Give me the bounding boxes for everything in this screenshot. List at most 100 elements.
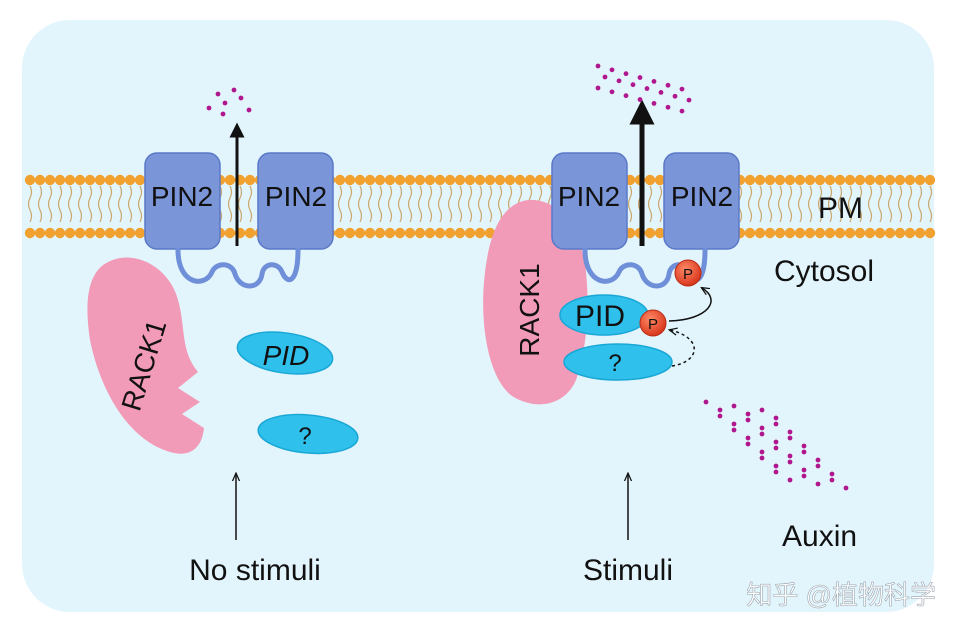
lipid-tail: [857, 185, 863, 223]
lipid-head: [744, 174, 756, 186]
lipid-tail: [757, 185, 763, 223]
lipid-head: [244, 174, 256, 186]
lipid-tail: [917, 185, 923, 223]
auxin-molecule: [745, 417, 751, 423]
lipid-head: [114, 227, 126, 239]
phosphate-on-pin2: [674, 259, 702, 287]
auxin-molecule: [843, 485, 849, 491]
auxin-molecule: [616, 78, 622, 84]
lipid-tail: [437, 185, 443, 223]
auxin-molecule: [787, 453, 793, 459]
lipid-head: [774, 227, 786, 239]
lipid-head: [394, 227, 406, 239]
lipid-tail: [897, 185, 903, 223]
lipid-tail: [337, 185, 343, 223]
lipid-head: [814, 227, 826, 239]
lipid-tail: [417, 185, 423, 223]
lipid-head: [884, 174, 896, 186]
lipid-tail: [777, 185, 783, 223]
rack1-left: [87, 257, 204, 454]
lipid-head: [814, 174, 826, 186]
lipid-head: [474, 227, 486, 239]
auxin-molecule: [595, 85, 601, 91]
auxin-molecule: [759, 425, 765, 431]
lipid-head: [894, 227, 906, 239]
auxin-molecule: [745, 441, 751, 447]
pin2-label: PIN2: [558, 181, 620, 212]
lipid-head: [844, 227, 856, 239]
lipid-head: [84, 174, 96, 186]
lipid-tail: [27, 185, 33, 223]
auxin-molecule: [717, 407, 723, 413]
lipid-tail: [927, 185, 933, 223]
lipid-head: [384, 174, 396, 186]
lipid-tail: [657, 185, 663, 223]
lipid-head: [354, 174, 366, 186]
auxin-right-top: [595, 63, 692, 114]
lipid-head: [394, 174, 406, 186]
lipid-tail: [497, 185, 503, 223]
pin2-right-b: [663, 152, 740, 250]
auxin-molecule: [759, 455, 765, 461]
auxin-molecule: [623, 93, 629, 99]
lipid-head: [644, 174, 656, 186]
auxin-molecule: [206, 105, 212, 111]
lipid-head: [334, 174, 346, 186]
auxin-molecule: [731, 403, 737, 409]
lipid-head: [44, 174, 56, 186]
lipid-tail: [467, 185, 473, 223]
lipid-head: [24, 227, 36, 239]
lipid-head: [124, 227, 136, 239]
auxin-molecule: [801, 467, 807, 473]
lipid-tail: [77, 185, 83, 223]
auxin-molecule: [717, 413, 723, 419]
lipid-head: [774, 174, 786, 186]
lipid-head: [384, 227, 396, 239]
lipid-tail: [347, 185, 353, 223]
pin2-left-b: [257, 152, 334, 250]
auxin-molecule: [222, 100, 228, 106]
pid-phosphorylates-pin2-arrow: [668, 288, 712, 322]
auxin-molecule: [703, 399, 709, 405]
lipid-head: [444, 174, 456, 186]
lipid-head: [134, 174, 146, 186]
auxin-molecule: [679, 86, 685, 92]
lipid-tail: [37, 185, 43, 223]
lipid-head: [94, 227, 106, 239]
lipid-head: [834, 174, 846, 186]
lipid-tail: [767, 185, 773, 223]
auxin-molecule: [623, 71, 629, 77]
lipid-head: [44, 227, 56, 239]
auxin-molecule: [609, 67, 615, 73]
auxin-molecule: [801, 473, 807, 479]
auxin-molecule: [759, 407, 765, 413]
auxin-molecule: [773, 421, 779, 427]
auxin-molecule: [759, 431, 765, 437]
lipid-head: [864, 227, 876, 239]
auxin-molecule: [787, 429, 793, 435]
auxin-molecule: [630, 82, 636, 88]
lipid-head: [764, 227, 776, 239]
lipid-head: [34, 227, 46, 239]
auxin-molecule: [238, 95, 244, 101]
lipid-head: [24, 174, 36, 186]
lipid-head: [334, 227, 346, 239]
lipid-head: [784, 227, 796, 239]
auxin-molecule: [787, 459, 793, 465]
auxin-molecule: [815, 481, 821, 487]
lipid-head: [54, 227, 66, 239]
lipid-tail: [877, 185, 883, 223]
lipid-head: [434, 227, 446, 239]
lipid-head: [484, 227, 496, 239]
lipid-tail: [57, 185, 63, 223]
lipid-head: [794, 227, 806, 239]
lipid-head: [824, 174, 836, 186]
pid-left: [236, 331, 334, 375]
lipid-tail: [227, 185, 233, 223]
lipid-head: [114, 174, 126, 186]
phosphate-label: P: [683, 266, 693, 283]
pin2-right-a: [551, 152, 628, 250]
auxin-molecule: [815, 463, 821, 469]
lipid-tail: [457, 185, 463, 223]
lipid-head: [494, 174, 506, 186]
